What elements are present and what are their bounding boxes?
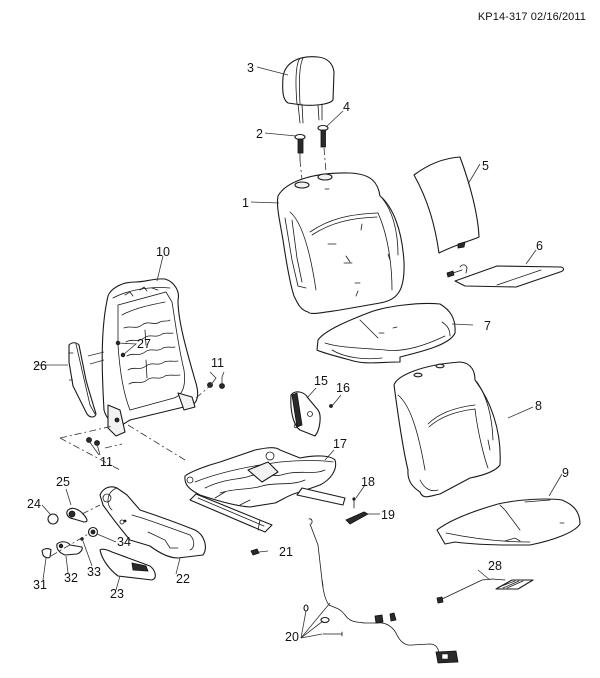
headrest-guide[interactable]	[294, 133, 306, 181]
side-shield-outer[interactable]	[99, 486, 206, 559]
lumbar-handle[interactable]	[56, 541, 83, 556]
lumbar-knob-cap[interactable]	[41, 548, 52, 559]
callout-9[interactable]: 9	[562, 466, 569, 480]
trim-cover[interactable]	[345, 511, 369, 525]
headrest-guide-lock[interactable]	[317, 124, 329, 173]
callout-26[interactable]: 26	[33, 359, 47, 373]
callout-33[interactable]: 33	[87, 565, 101, 579]
callout-7[interactable]: 7	[484, 319, 491, 333]
callout-11-upper[interactable]: 11	[211, 356, 224, 370]
callout-17[interactable]: 17	[333, 437, 347, 451]
callout-20[interactable]: 20	[285, 630, 299, 644]
recliner-knob-cap[interactable]	[47, 513, 59, 525]
callout-4[interactable]: 4	[343, 100, 350, 114]
callout-6[interactable]: 6	[536, 239, 543, 253]
seat-back-cover[interactable]	[276, 172, 405, 315]
callout-25[interactable]: 25	[56, 475, 70, 489]
callout-34[interactable]: 34	[117, 535, 131, 549]
side-airbag-trim[interactable]	[68, 342, 105, 418]
callout-11-lower[interactable]: 11	[100, 455, 113, 469]
callout-1[interactable]: 1	[242, 196, 249, 210]
callout-15[interactable]: 15	[314, 374, 328, 388]
occupant-sensor-pad[interactable]	[446, 264, 565, 288]
recliner-handle[interactable]	[66, 507, 88, 523]
seat-back-pad[interactable]	[393, 361, 501, 498]
wiring-harness[interactable]	[308, 518, 459, 664]
bolt[interactable]	[195, 382, 225, 399]
callout-3[interactable]: 3	[247, 61, 254, 75]
callout-5[interactable]: 5	[482, 159, 489, 173]
seat-cushion-cover[interactable]	[316, 302, 456, 364]
callout-32[interactable]: 32	[64, 571, 78, 585]
callout-16[interactable]: 16	[336, 381, 350, 395]
document-id-label: KP14-317 02/16/2011	[477, 11, 586, 23]
callout-28[interactable]: 28	[488, 559, 502, 573]
callout-2[interactable]: 2	[256, 127, 263, 141]
clip[interactable]	[87, 526, 99, 538]
lumbar-support[interactable]	[290, 391, 321, 437]
seat-back-panel[interactable]	[413, 156, 480, 254]
callout-8[interactable]: 8	[535, 399, 542, 413]
seat-back-frame[interactable]	[101, 278, 199, 437]
callout-10[interactable]: 10	[156, 245, 170, 259]
heater-element[interactable]	[436, 578, 534, 604]
callout-21[interactable]: 21	[279, 545, 293, 559]
nut[interactable]	[250, 548, 260, 556]
adjuster-switch-bezel[interactable]	[99, 548, 156, 581]
callout-31[interactable]: 31	[33, 578, 47, 592]
seat-cushion-pad[interactable]	[436, 498, 581, 546]
callout-18[interactable]: 18	[361, 475, 375, 489]
callout-19[interactable]: 19	[381, 508, 395, 522]
screw[interactable]	[352, 497, 356, 509]
callout-23[interactable]: 23	[110, 587, 124, 601]
callout-24[interactable]: 24	[27, 497, 41, 511]
headrest[interactable]	[282, 56, 335, 124]
callout-27[interactable]: 27	[137, 337, 151, 351]
bolt[interactable]	[86, 437, 100, 446]
callout-22[interactable]: 22	[176, 572, 190, 586]
seat-adjuster[interactable]	[184, 447, 346, 533]
